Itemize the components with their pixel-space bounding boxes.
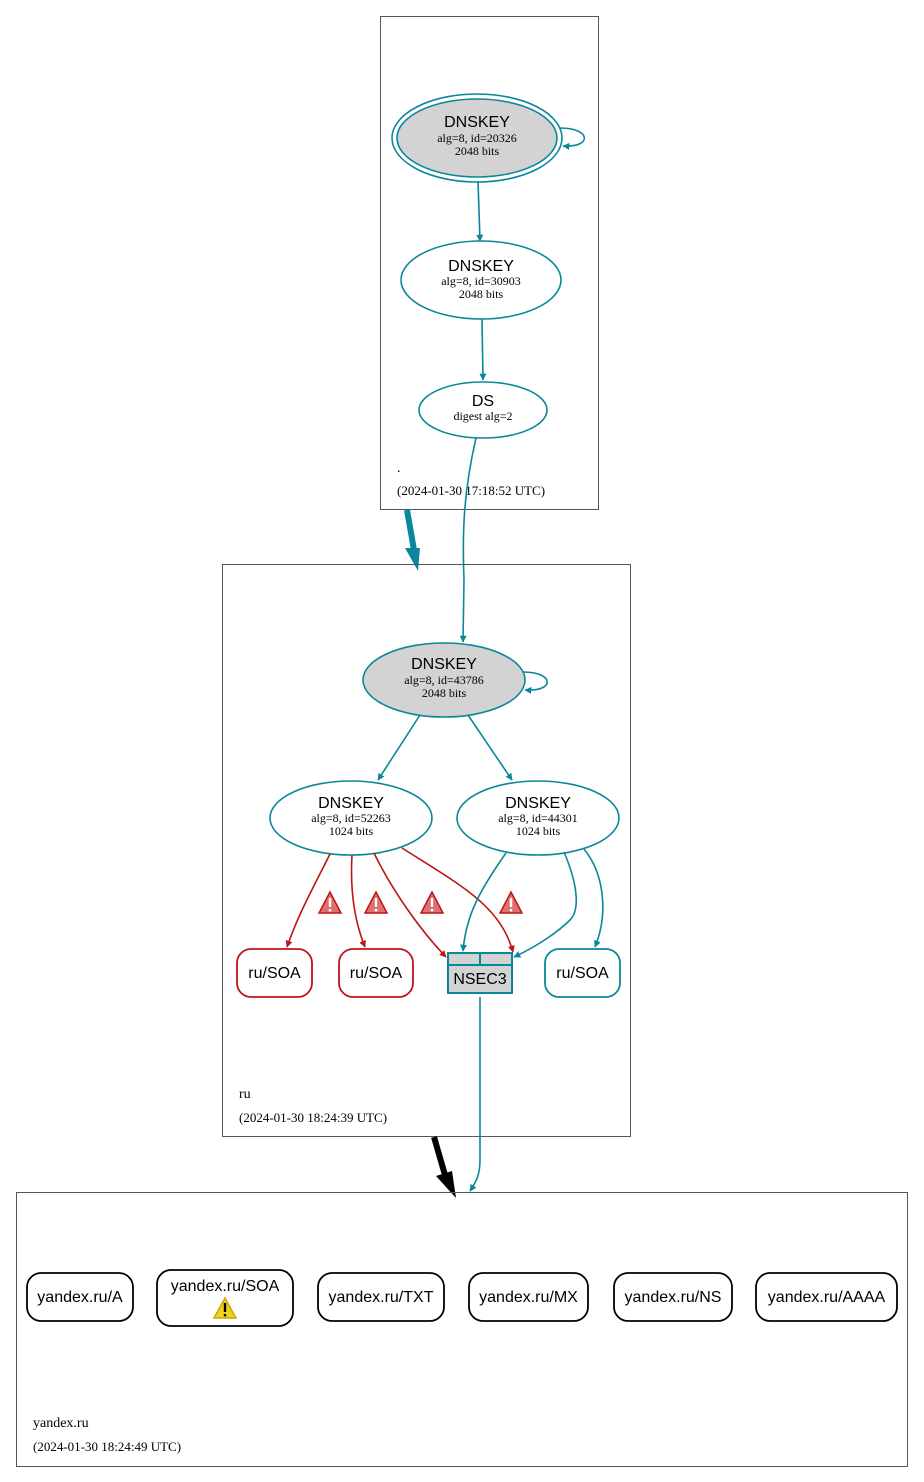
ru-ksk-bits: 2048 bits [422,686,467,700]
ru-zsk1-type: DNSKEY [318,795,384,812]
root-zsk-type: DNSKEY [448,258,514,275]
ru-soa-node-2[interactable]: ru/SOA [338,948,414,998]
root-ksk-self-loop [559,127,586,150]
edge-ru-ksk-to-zsk1 [377,714,421,781]
ru-zsk1-bits: 1024 bits [329,824,374,838]
zone-root-name: . [397,461,401,476]
edge-zsk1-to-soa2 [350,854,366,948]
zone-root-box [380,16,599,510]
ru-zsk2-alg: alg=8, id=44301 [498,811,578,825]
yandex-ns-node[interactable]: yandex.ru/NS [613,1272,733,1322]
yandex-a-label: yandex.ru/A [37,1289,123,1306]
yandex-txt-label: yandex.ru/TXT [329,1289,434,1306]
zone-yandex-timestamp: (2024-01-30 18:24:49 UTC) [33,1439,181,1454]
warning-icon [498,890,524,914]
yandex-mx-node[interactable]: yandex.ru/MX [468,1272,589,1322]
yandex-soa-node[interactable]: yandex.ru/SOA [156,1269,294,1327]
root-ksk-alg: alg=8, id=20326 [437,131,517,145]
zone-ru-name: ru [239,1087,251,1102]
ru-zsk1-node[interactable]: DNSKEY alg=8, id=52263 1024 bits [269,780,433,856]
zone-yandex-box [16,1192,908,1467]
delegation-ru-to-yandex [431,1136,448,1176]
yandex-mx-label: yandex.ru/MX [479,1289,578,1306]
edge-zsk1-to-soa1 [285,853,331,948]
zone-ru-box [222,564,631,1137]
yandex-soa-label: yandex.ru/SOA [171,1278,280,1295]
warning-icon [212,1296,238,1319]
delegation-root-to-ru [404,509,417,551]
root-ksk-type: DNSKEY [444,114,510,131]
yandex-txt-node[interactable]: yandex.ru/TXT [317,1272,445,1322]
yandex-ns-label: yandex.ru/NS [625,1289,722,1306]
root-zsk-node[interactable]: DNSKEY alg=8, id=30903 2048 bits [400,240,562,320]
warning-icon [419,890,445,914]
edge-zsk2-to-soa3 [583,848,604,948]
ru-zsk2-node[interactable]: DNSKEY alg=8, id=44301 1024 bits [456,780,620,856]
zone-ru-timestamp: (2024-01-30 18:24:39 UTC) [239,1110,387,1125]
edge-ds-to-ru-ksk [459,437,477,643]
ru-ksk-alg: alg=8, id=43786 [404,673,484,687]
ru-ksk-type: DNSKEY [411,656,477,673]
ru-zsk2-type: DNSKEY [505,795,571,812]
edge-zsk1-to-nsec3 [373,852,447,958]
ru-soa-node-3[interactable]: ru/SOA [544,948,621,998]
ru-ksk-node[interactable]: DNSKEY alg=8, id=43786 2048 bits [362,642,526,718]
delegation-ru-to-yandex-head [436,1171,456,1198]
ru-nsec3-label: NSEC3 [453,971,506,988]
ru-zsk1-alg: alg=8, id=52263 [311,811,391,825]
root-ksk-bits: 2048 bits [455,144,500,158]
edge-ru-ksk-to-zsk2 [467,714,513,781]
yandex-aaaa-label: yandex.ru/AAAA [768,1289,886,1306]
edge-root-zsk-to-ds [479,318,487,381]
root-zsk-bits: 2048 bits [459,287,504,301]
ru-zsk2-bits: 1024 bits [516,824,561,838]
ru-soa-node-1[interactable]: ru/SOA [236,948,313,998]
ru-soa-3-label: ru/SOA [556,965,609,982]
ru-soa-2-label: ru/SOA [350,965,403,982]
warning-icon [363,890,389,914]
yandex-a-node[interactable]: yandex.ru/A [26,1272,134,1322]
edge-zsk1-to-nsec3-b [401,847,515,953]
zone-root-timestamp: (2024-01-30 17:18:52 UTC) [397,483,545,498]
root-ds-type: DS [472,393,494,410]
ru-soa-1-label: ru/SOA [248,965,301,982]
root-zsk-alg: alg=8, id=30903 [441,274,521,288]
warning-icon [317,890,343,914]
edge-nsec3-to-yandex [469,997,481,1192]
ru-ksk-self-loop [522,671,549,694]
delegation-root-to-ru-head [405,548,420,571]
edge-zsk2-to-nsec3 [460,852,507,952]
root-ds-node[interactable]: DS digest alg=2 [418,381,548,439]
yandex-aaaa-node[interactable]: yandex.ru/AAAA [755,1272,898,1322]
root-ds-alg: digest alg=2 [453,409,512,423]
ru-nsec3-node[interactable]: NSEC3 [447,952,513,994]
edge-zsk2-to-nsec3-b [513,851,578,958]
edge-root-ksk-to-zsk [476,180,484,242]
root-ksk-node[interactable]: DNSKEY alg=8, id=20326 2048 bits [391,93,563,183]
zone-yandex-name: yandex.ru [33,1416,89,1431]
